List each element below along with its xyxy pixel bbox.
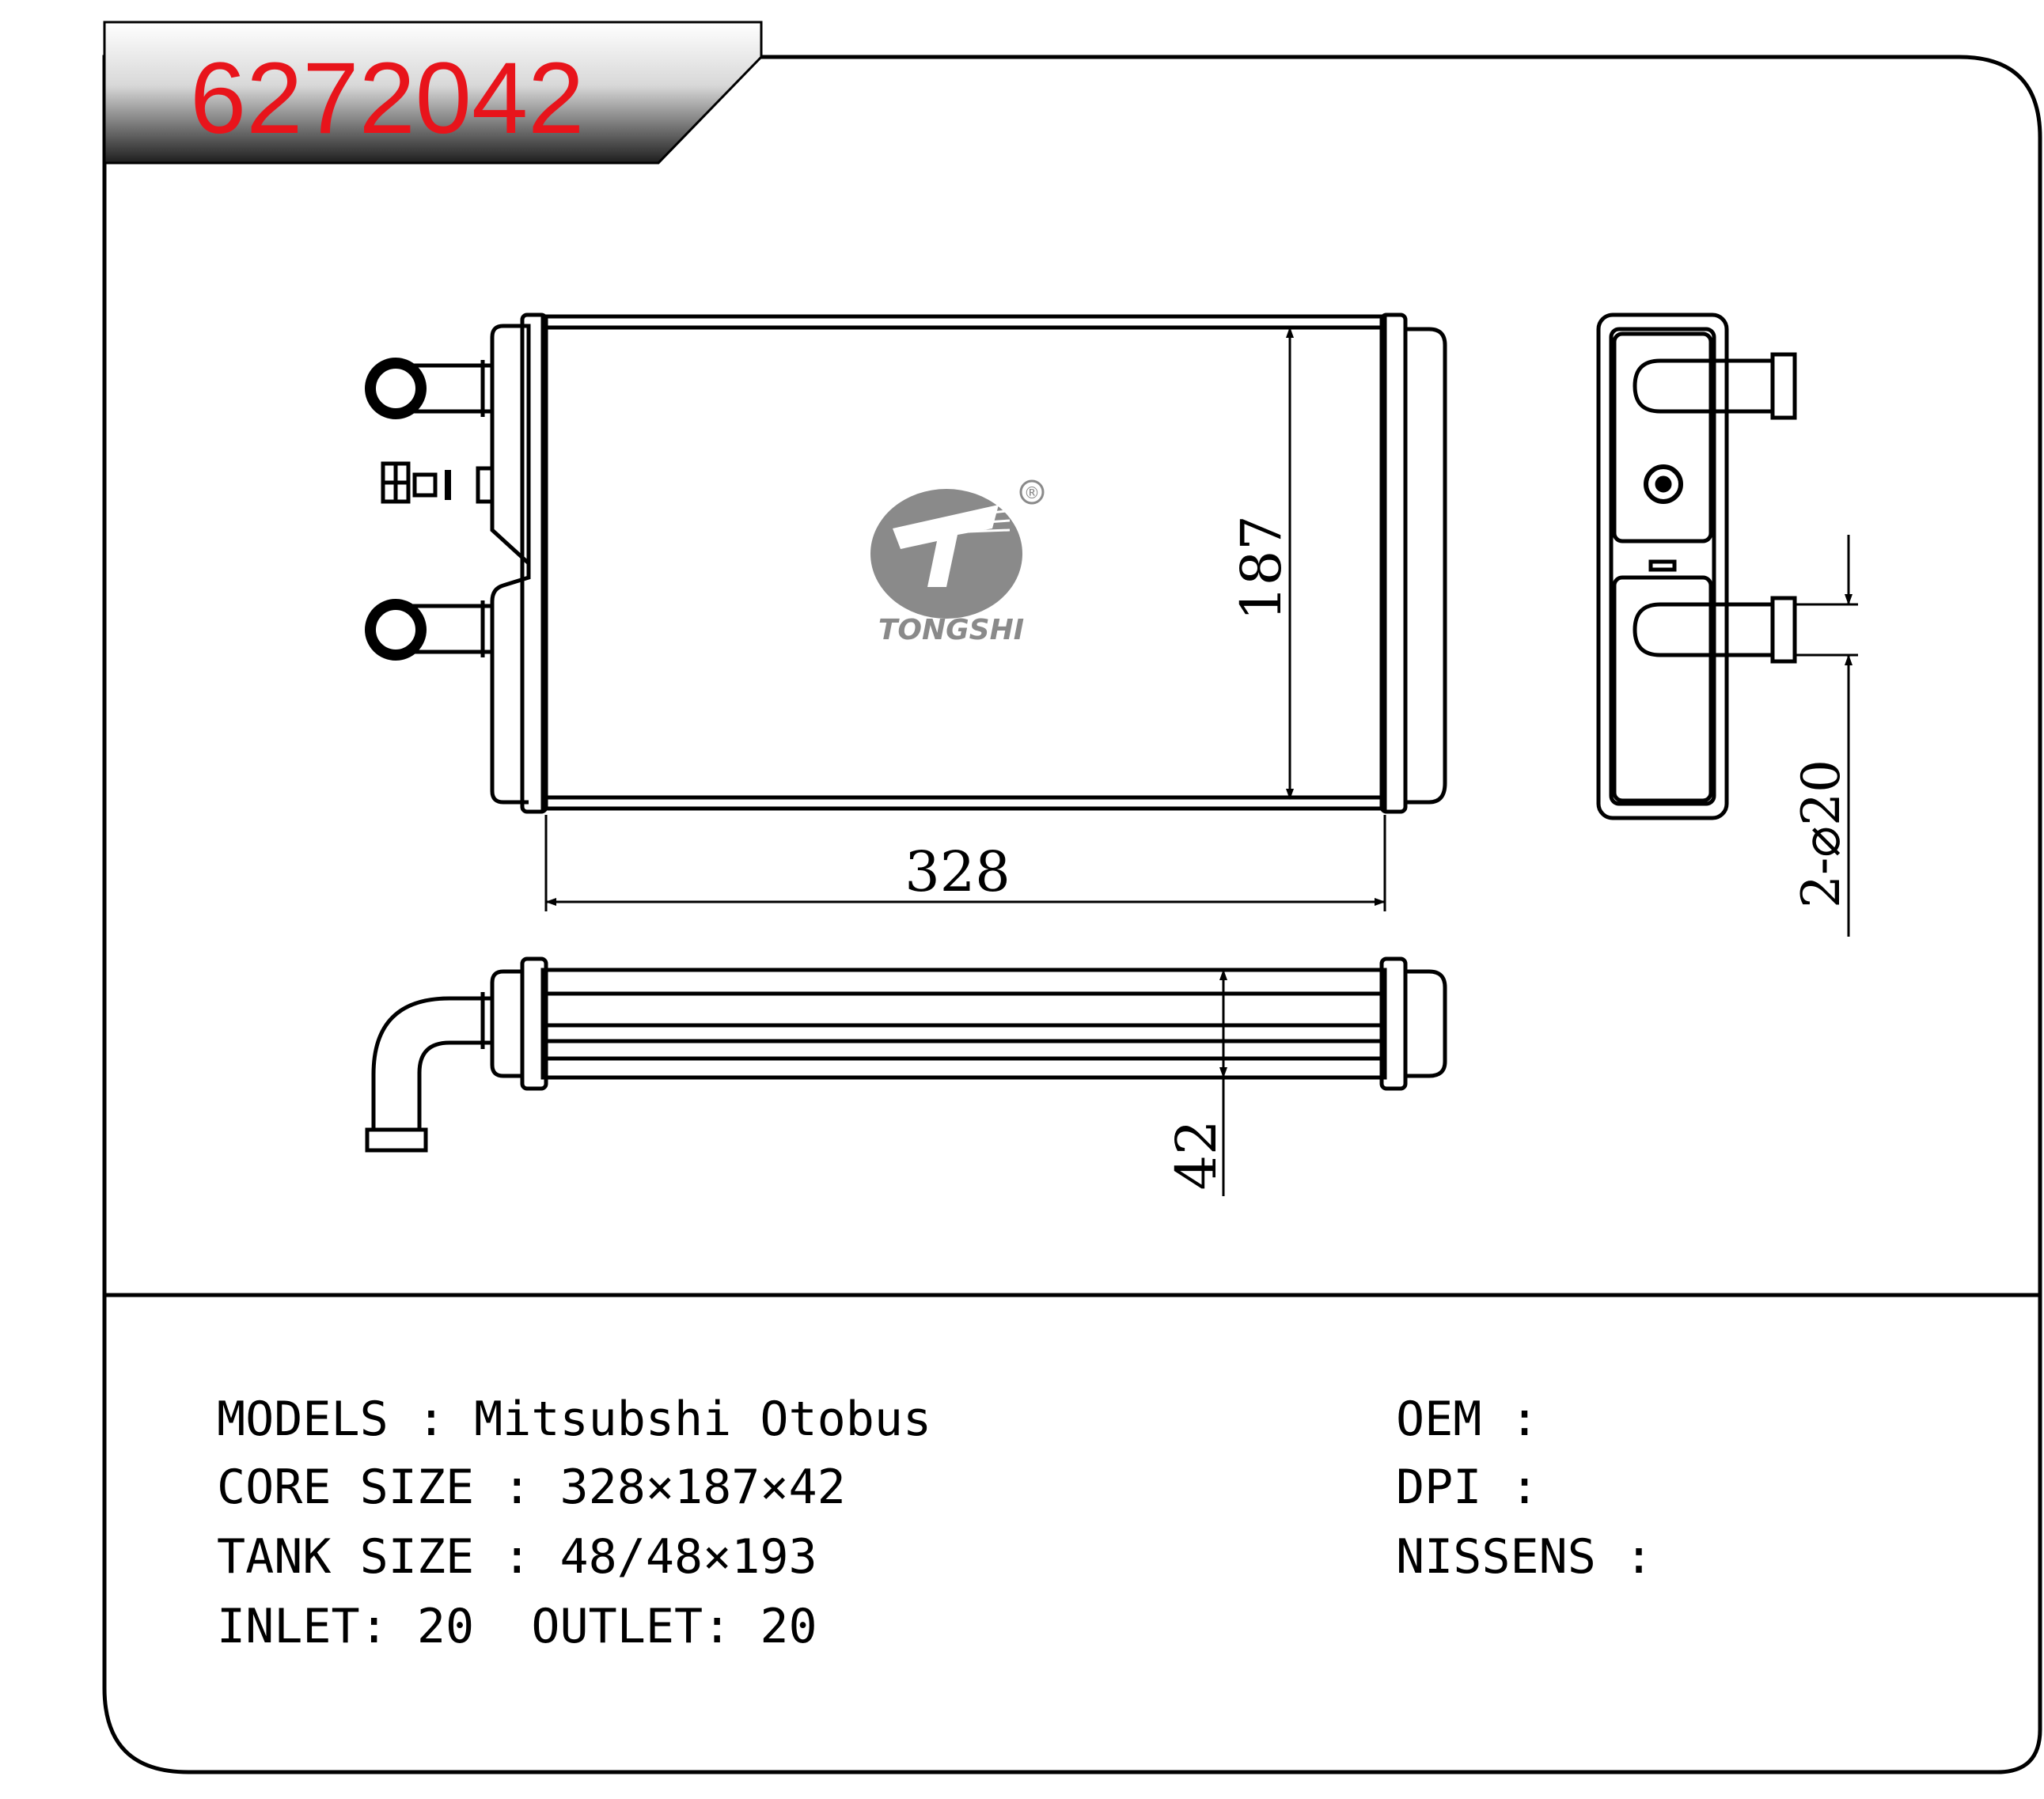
end-view	[1596, 312, 1797, 820]
dim-height: 187	[1229, 327, 1294, 800]
spec-tank-size: TANK SIZE : 48/48×193	[217, 1529, 817, 1585]
dim-depth-label: 42	[1164, 1119, 1229, 1190]
dim-pipe-label: 2-⌀20	[1791, 759, 1852, 908]
tongshi-logo: ® TONGSHI	[870, 479, 1045, 646]
spec-oem: OEM :	[1396, 1392, 1539, 1447]
dim-height-label: 187	[1229, 515, 1294, 621]
outer-frame	[102, 55, 2042, 1774]
dim-width-label: 328	[904, 839, 1011, 904]
registered-mark-icon	[1019, 479, 1045, 505]
dim-pipe: 2-⌀20	[1791, 535, 1858, 937]
dim-width: 328	[544, 815, 1386, 911]
logo-text: TONGSHI	[878, 614, 1024, 646]
spec-nissens: NISSENS :	[1396, 1529, 1654, 1585]
dim-depth: 42	[1164, 969, 1229, 1196]
registered-mark: ®	[1024, 483, 1040, 502]
side-view	[365, 956, 1447, 1153]
spec-inlet-outlet: INLET: 20 OUTLET: 20	[217, 1599, 817, 1654]
part-number: 6272042	[190, 42, 584, 155]
spec-dpi: DPI :	[1396, 1460, 1539, 1515]
front-view	[365, 312, 1447, 814]
spec-models: MODELS : Mitsubshi Otobus	[217, 1392, 932, 1447]
spec-core-size: CORE SIZE : 328×187×42	[217, 1460, 846, 1515]
part-number-banner	[103, 21, 763, 165]
